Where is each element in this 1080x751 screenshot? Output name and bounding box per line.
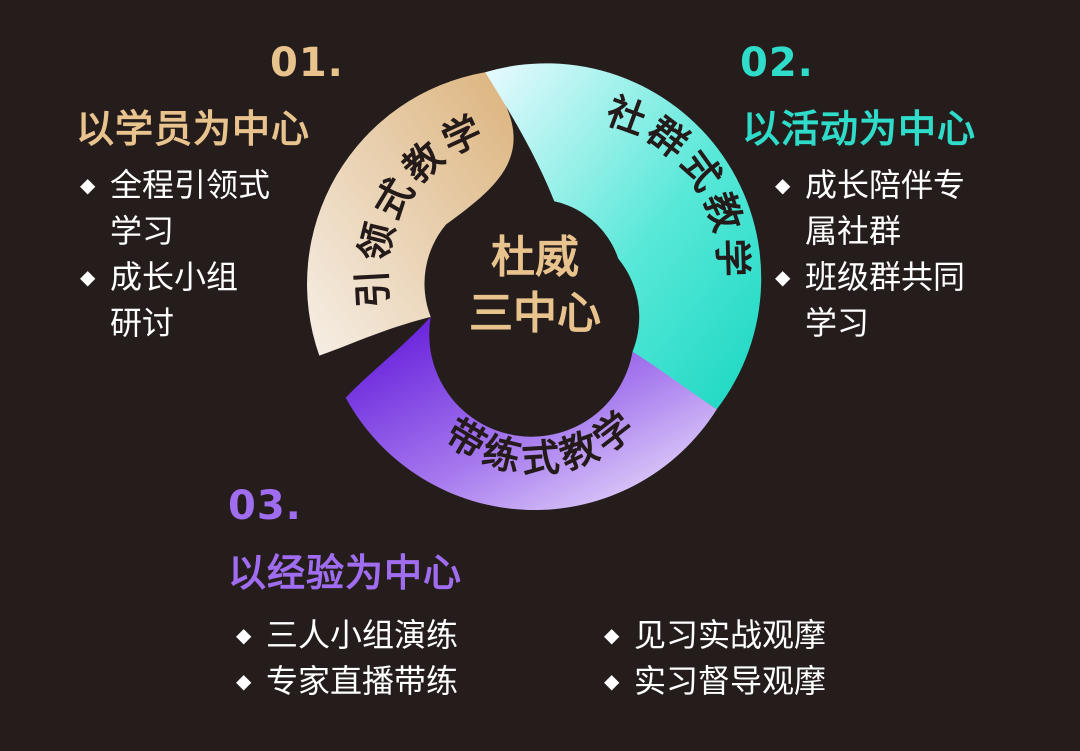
- bullet-list: ◆ 成长陪伴专 属社群 ◆ 班级群共同 学习: [775, 162, 965, 346]
- diamond-bullet-icon: ◆: [604, 669, 620, 693]
- center-title-line2: 三中心: [469, 288, 601, 339]
- list-item: ◆ 全程引领式 学习: [80, 162, 270, 254]
- diamond-bullet-icon: ◆: [604, 623, 620, 647]
- ring-segment-teal: 社群式教学: [485, 63, 762, 410]
- bullet-list-right: ◆ 见习实战观摩 ◆ 实习督导观摩: [604, 612, 826, 704]
- diamond-bullet-icon: ◆: [80, 265, 96, 289]
- section-number: 02.: [740, 40, 814, 86]
- list-item: ◆ 实习督导观摩: [604, 658, 826, 704]
- diamond-bullet-icon: ◆: [236, 669, 252, 693]
- diamond-bullet-icon: ◆: [775, 173, 791, 197]
- list-item: ◆ 三人小组演练: [236, 612, 458, 658]
- bullet-list-left: ◆ 三人小组演练 ◆ 专家直播带练: [236, 612, 458, 704]
- section-heading: 以学员为中心: [76, 107, 311, 151]
- list-item: ◆ 专家直播带练: [236, 658, 458, 704]
- section-heading: 以活动为中心: [742, 107, 977, 151]
- list-item: ◆ 成长陪伴专 属社群: [775, 162, 965, 254]
- section-heading: 以经验为中心: [228, 551, 463, 595]
- center-title-line1: 杜威: [491, 232, 579, 283]
- diamond-bullet-icon: ◆: [775, 265, 791, 289]
- section-number: 03.: [228, 483, 302, 529]
- list-item: ◆ 见习实战观摩: [604, 612, 826, 658]
- list-item: ◆ 成长小组 研讨: [80, 254, 270, 346]
- list-item: ◆ 班级群共同 学习: [775, 254, 965, 346]
- bullet-list: ◆ 全程引领式 学习 ◆ 成长小组 研讨: [80, 162, 270, 346]
- section-number: 01.: [270, 40, 344, 86]
- diamond-bullet-icon: ◆: [236, 623, 252, 647]
- diamond-bullet-icon: ◆: [80, 173, 96, 197]
- center-core: 杜威 三中心: [447, 199, 623, 375]
